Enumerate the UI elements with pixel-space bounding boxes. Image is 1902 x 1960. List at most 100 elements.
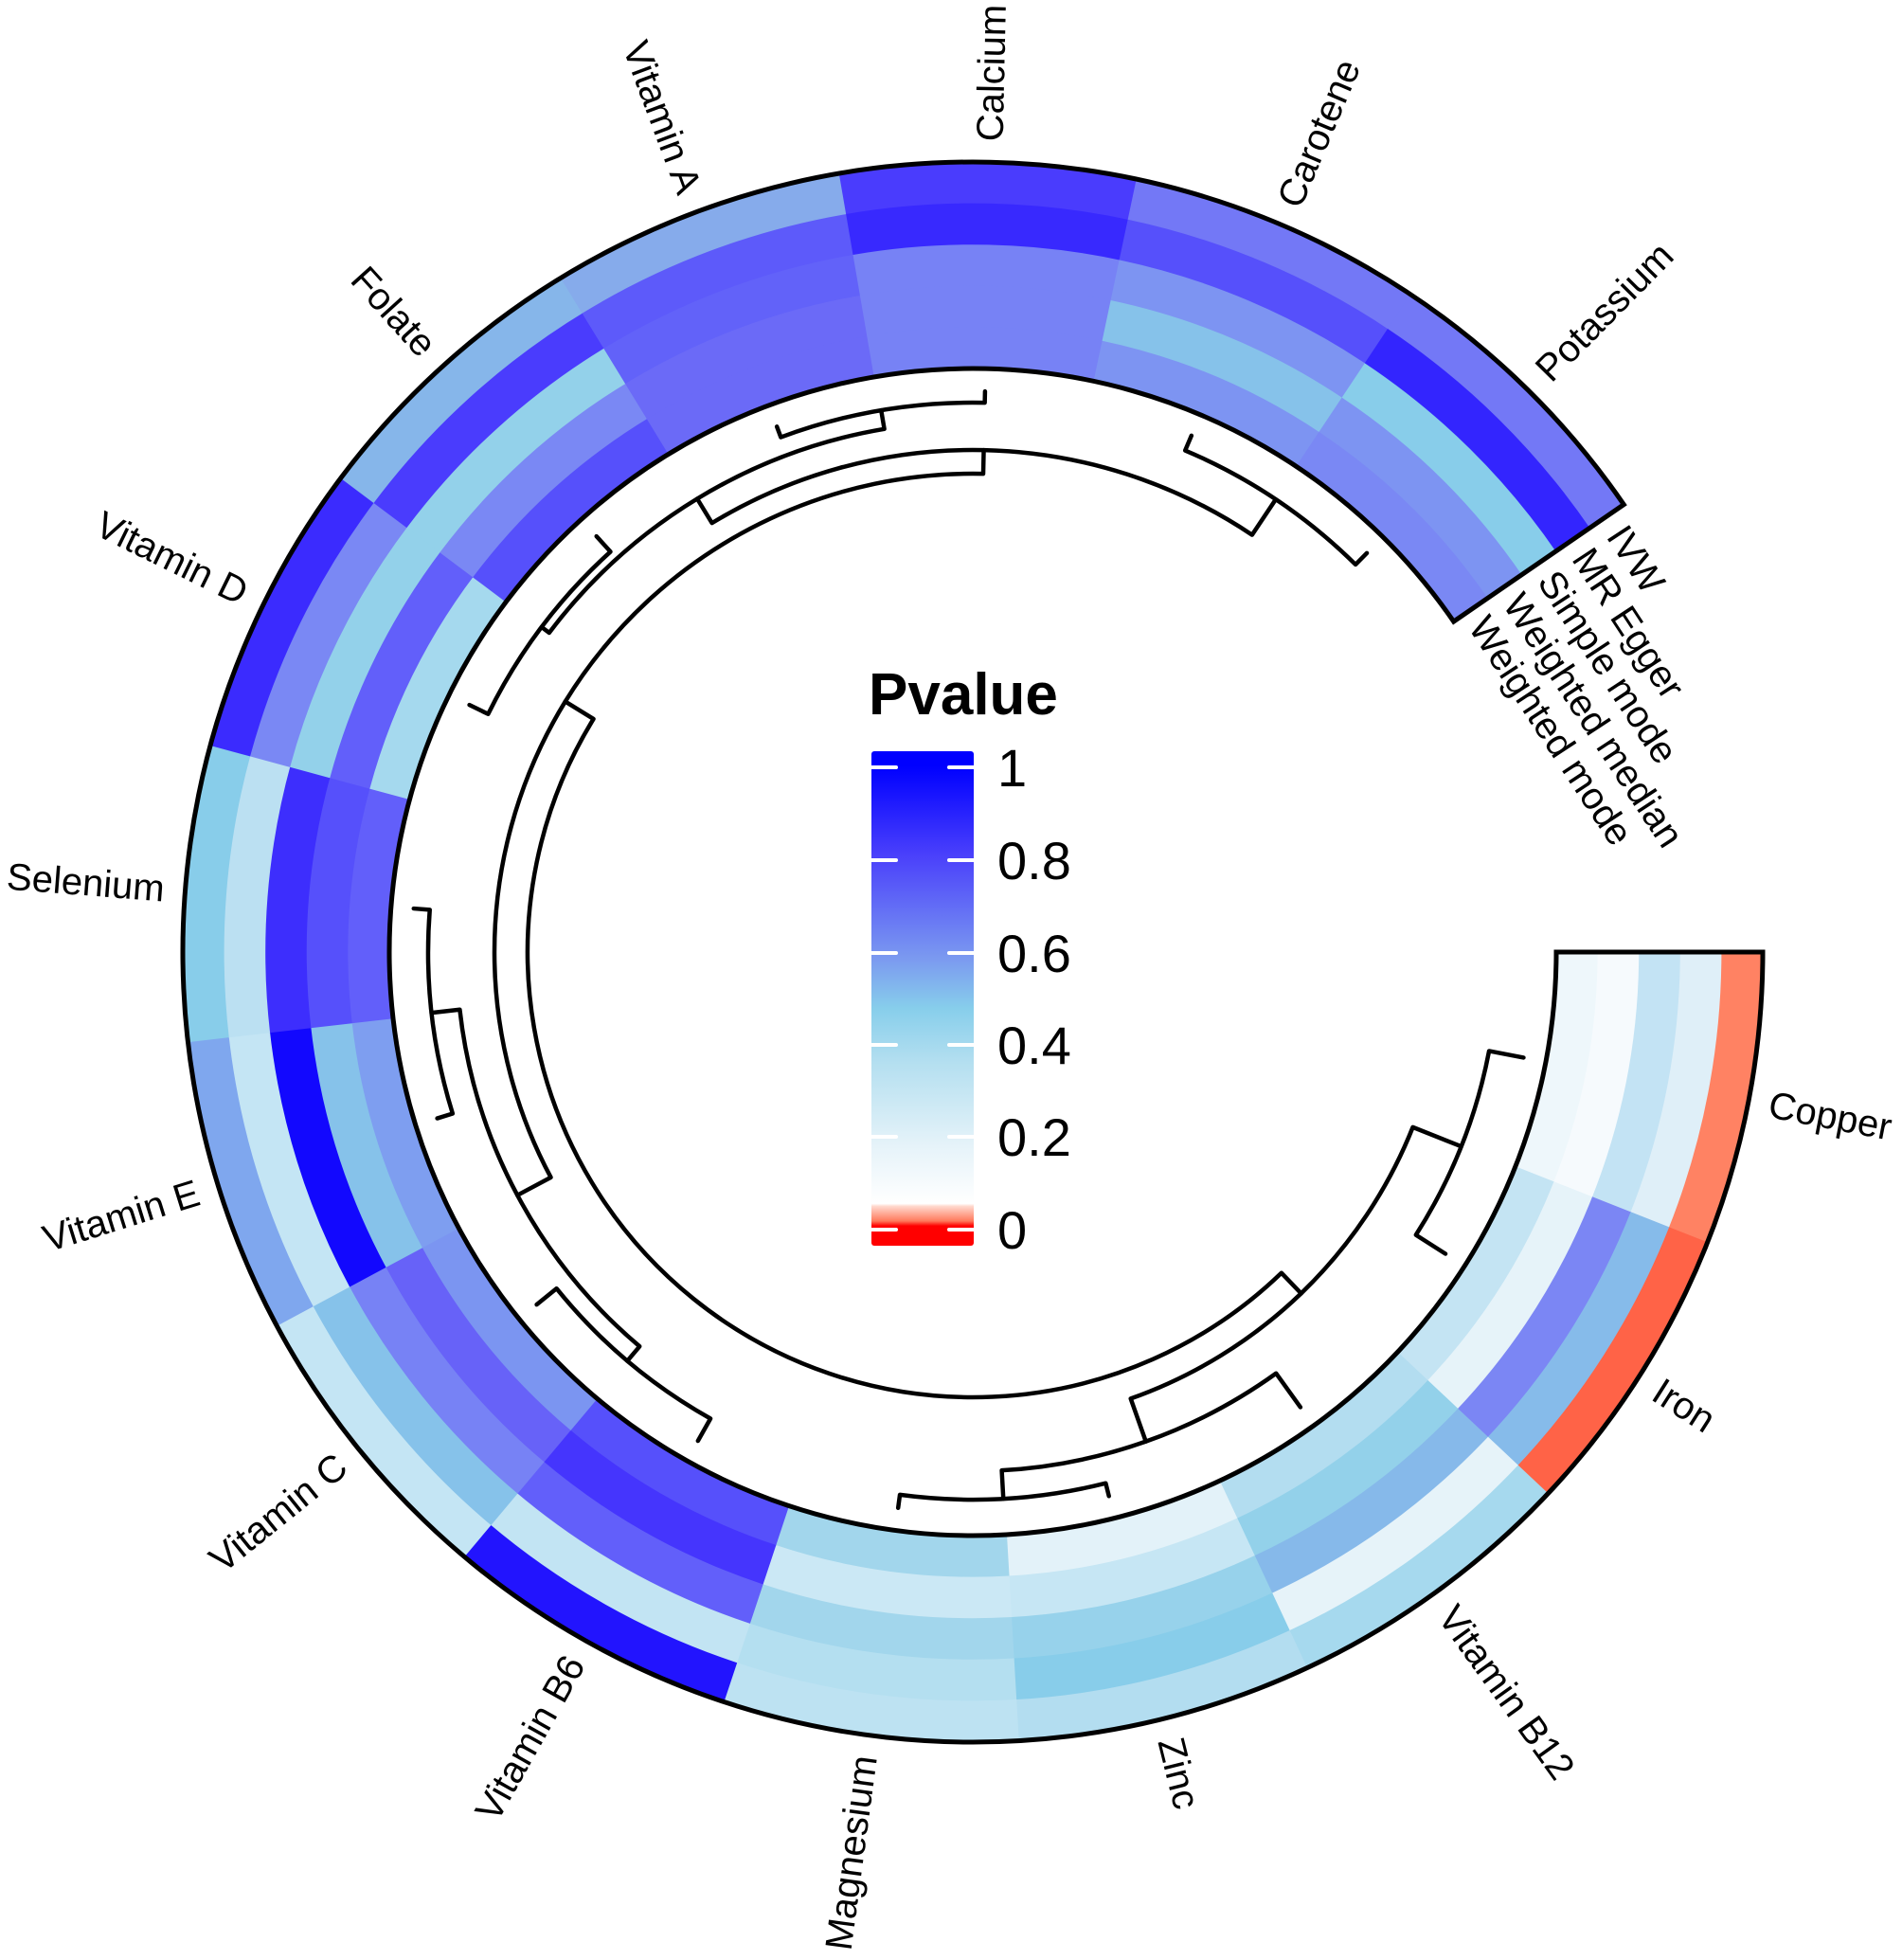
heatmap-cell: [460, 1522, 738, 1703]
heatmap-cell: [373, 311, 607, 529]
heatmap-cell: [1008, 1555, 1273, 1660]
heatmap-cell: [1234, 1379, 1459, 1558]
heatmap-cell: [487, 1491, 750, 1663]
sector-label-vitamin-c: Vitamin C: [202, 1446, 355, 1581]
heatmap-cell: [772, 1504, 1010, 1578]
heatmap-cell: [311, 1284, 518, 1526]
legend-tick-label: 0.2: [997, 1107, 1071, 1167]
heatmap-cell: [249, 499, 409, 767]
heatmap-cell: [347, 1264, 545, 1495]
heatmap-cell: [838, 161, 1141, 221]
legend-tick-label: 1: [997, 738, 1027, 798]
sector-vitamin-a: [560, 171, 877, 455]
heatmap-cell: [182, 741, 252, 1043]
heatmap-cell: [1006, 1518, 1255, 1618]
heatmap-cell: [720, 1661, 1019, 1743]
heatmap-cell: [846, 202, 1132, 261]
heatmap-cell: [1119, 219, 1391, 366]
heatmap-cell: [350, 1016, 459, 1249]
heatmap-cell: [384, 1245, 571, 1463]
sector-potassium: [1296, 294, 1626, 623]
heatmap-cell: [852, 243, 1123, 301]
pvalue-legend: Pvalue 1 0.8 0.6 0.4 0.2 0: [869, 662, 1071, 1260]
sector-vitamin-b6: [460, 1396, 790, 1703]
heatmap-cell: [269, 1024, 386, 1287]
heatmap-cell: [420, 1225, 598, 1431]
heatmap-cell: [1216, 1352, 1428, 1520]
sector-label-vitamin-e: Vitamin E: [38, 1173, 205, 1261]
heatmap-cell: [1296, 431, 1490, 623]
heatmap-cell: [1285, 1465, 1549, 1670]
sector-selenium: [182, 741, 411, 1043]
heatmap-cell: [1395, 1166, 1555, 1383]
heatmap-cell: [759, 1543, 1013, 1619]
sector-label-folate: Folate: [343, 259, 444, 365]
heatmap-cell: [567, 1396, 790, 1546]
heatmap-cell: [264, 763, 332, 1034]
sector-label-vitamin-b12: Vitamin B12: [1429, 1598, 1582, 1788]
heatmap-cell: [1629, 949, 1722, 1232]
sector-label-copper: Copper: [1766, 1085, 1895, 1149]
heatmap-cell: [306, 774, 371, 1029]
sector-vitamin-e: [187, 1016, 459, 1327]
heatmap-cell: [472, 416, 672, 602]
heatmap-cell: [745, 1583, 1014, 1661]
heatmap-cell: [1514, 950, 1599, 1185]
dendrogram-branch: [525, 699, 1303, 1400]
heatmap-cell: [1387, 294, 1626, 530]
heatmap-cell: [582, 212, 857, 349]
heatmap-cell: [1515, 1227, 1709, 1498]
heatmap-cell: [1485, 1212, 1670, 1468]
sector-label-vitamin-b6: Vitamin B6: [468, 1648, 594, 1828]
sector-folate: [340, 275, 672, 602]
legend-tick-label: 0: [997, 1200, 1027, 1260]
legend-color-bar: [871, 751, 974, 1246]
heatmap-cell: [1426, 1181, 1593, 1412]
heatmap-cells: [182, 161, 1764, 1743]
heatmap-cell: [347, 785, 411, 1024]
heatmap-cell: [227, 1029, 350, 1307]
heatmap-cell: [1319, 397, 1524, 600]
heatmap-cell: [368, 574, 509, 800]
heatmap-cell: [187, 1034, 314, 1327]
heatmap-cell: [1667, 949, 1764, 1247]
legend-tick-label: 0.6: [997, 924, 1071, 983]
legend-ticks: 1 0.8 0.6 0.4 0.2 0: [870, 738, 1071, 1260]
sector-magnesium: [720, 1504, 1019, 1743]
legend-tick-label: 0.8: [997, 831, 1071, 890]
heatmap-cell: [1590, 950, 1681, 1216]
heatmap-cell: [1110, 259, 1369, 400]
sector-label-zinc: Zinc: [1149, 1734, 1207, 1813]
sector-iron: [1395, 1166, 1709, 1498]
sector-label-carotene: Carotene: [1270, 54, 1370, 214]
heatmap-cell: [224, 752, 292, 1038]
legend-tick-label: 0.4: [997, 1016, 1071, 1075]
heatmap-cell: [1455, 1196, 1632, 1440]
sector-copper: [1514, 949, 1764, 1247]
sector-vitamin-d: [209, 474, 509, 800]
dendrogram: [411, 388, 1526, 1510]
heatmap-cell: [514, 1459, 763, 1625]
heatmap-cell: [439, 381, 650, 578]
heatmap-cell: [859, 285, 1115, 342]
heatmap-cell: [560, 171, 851, 314]
sector-label-selenium: Selenium: [6, 856, 167, 910]
heatmap-cell: [541, 1428, 777, 1586]
ring-border: [180, 159, 1766, 1745]
heatmap-cell: [340, 275, 586, 503]
legend-title: Pvalue: [869, 662, 1058, 728]
sector-label-iron: Iron: [1645, 1371, 1723, 1441]
heatmap-cell: [1013, 1630, 1308, 1742]
heatmap-cell: [1127, 178, 1415, 332]
heatmap-cell: [1552, 950, 1640, 1200]
heatmap-cell: [1341, 362, 1558, 577]
heatmap-cell: [624, 294, 870, 420]
sector-carotene: [1093, 178, 1415, 469]
heatmap-cell: [405, 346, 629, 553]
heatmap-cell: [1102, 299, 1346, 434]
sector-vitamin-b12: [1216, 1352, 1549, 1670]
heatmap-cell: [1364, 328, 1592, 553]
sector-vitamin-c: [274, 1225, 598, 1557]
heatmap-cell: [310, 1019, 422, 1268]
